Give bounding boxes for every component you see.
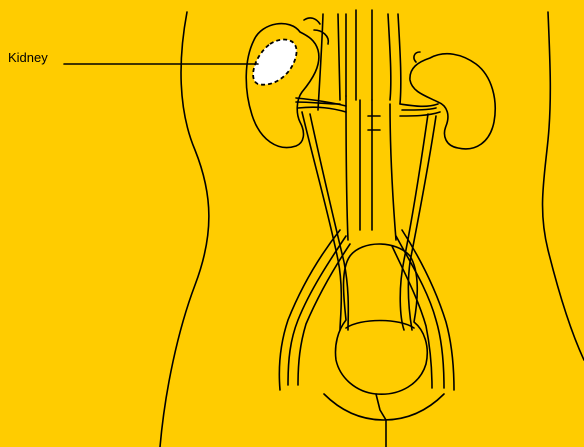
body-outline-right	[543, 12, 584, 360]
great-vessels	[346, 96, 396, 240]
kidney-label: Kidney	[8, 50, 48, 65]
iliac-vessels	[279, 230, 454, 390]
kidney-highlight	[253, 40, 296, 85]
renal-vessels	[296, 98, 440, 116]
right-kidney	[410, 54, 495, 149]
spine	[318, 10, 401, 110]
body-outline-left	[160, 12, 209, 447]
